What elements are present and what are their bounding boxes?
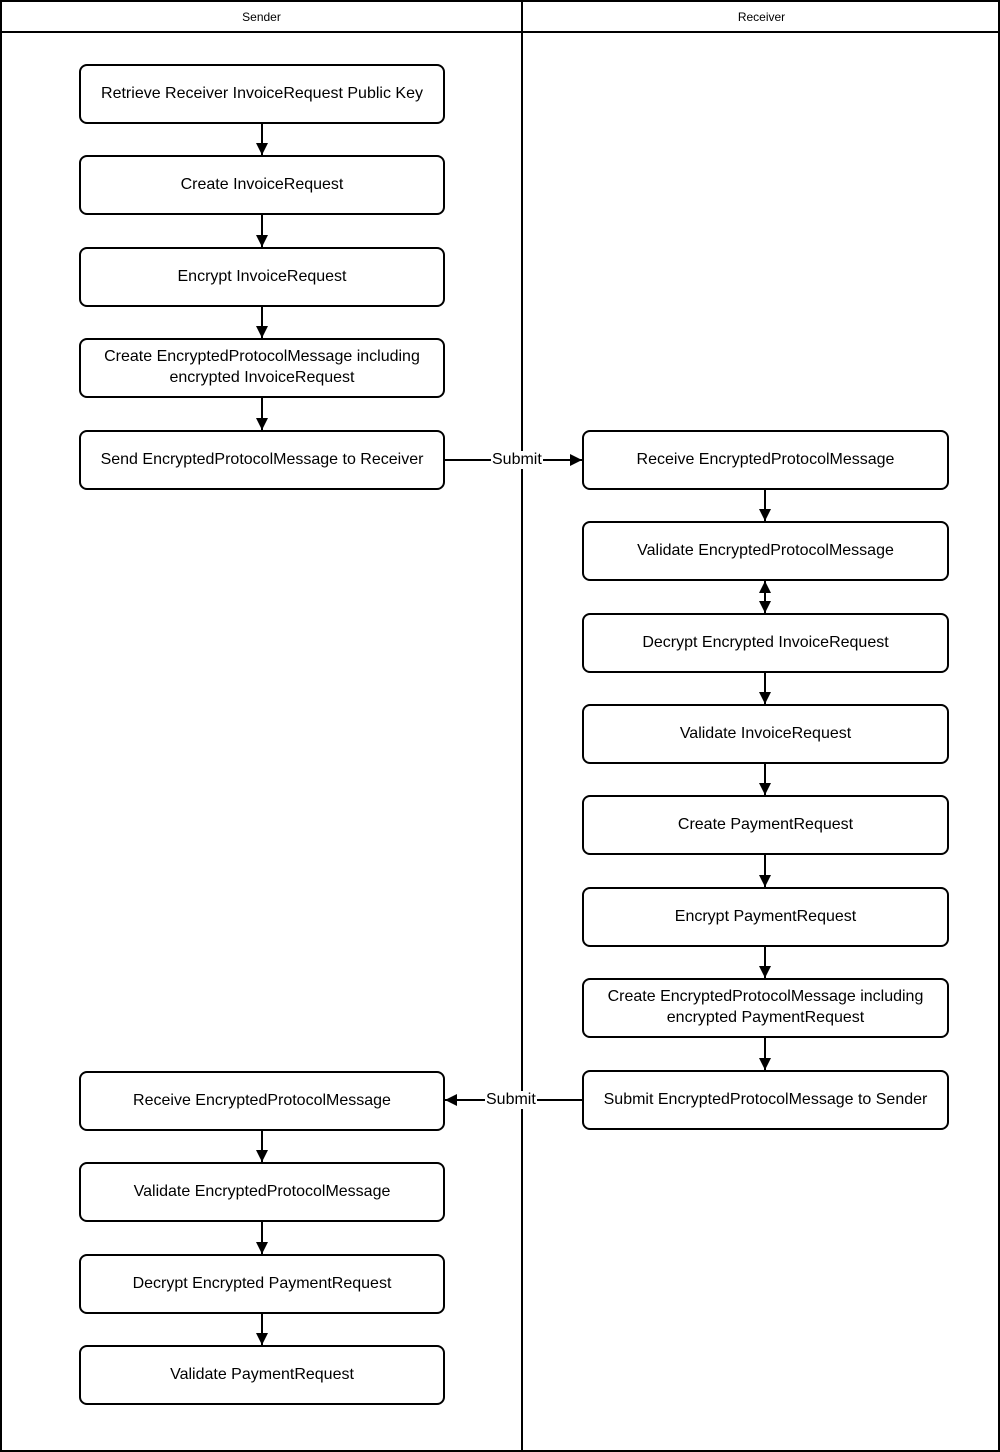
arrow-line — [261, 215, 263, 247]
arrowhead-down-icon — [256, 418, 268, 430]
arrowhead-down-icon — [759, 692, 771, 704]
header-divider — [2, 31, 998, 33]
arrow-encrypt-to-createmsg — [256, 307, 268, 338]
arrow-validateinvoice-to-createpayment — [759, 764, 771, 795]
arrowhead-down-icon — [256, 235, 268, 247]
arrowhead-down-icon — [759, 509, 771, 521]
arrow-createmsg-to-submit — [759, 1038, 771, 1070]
node-create-invoicerequest: Create InvoiceRequest — [79, 155, 445, 215]
node-encrypt-invoicerequest: Encrypt InvoiceRequest — [79, 247, 445, 307]
arrow-create-to-encrypt — [256, 215, 268, 247]
node-send-encryptedprotocolmessage-to-receiver: Send EncryptedProtocolMessage to Receive… — [79, 430, 445, 490]
arrow-line — [764, 490, 766, 521]
arrowhead-down-icon — [256, 143, 268, 155]
arrowhead-down-icon — [759, 1058, 771, 1070]
node-submit-encryptedprotocolmessage-to-sender: Submit EncryptedProtocolMessage to Sende… — [582, 1070, 949, 1130]
arrowhead-down-icon — [759, 601, 771, 613]
arrowhead-down-icon — [759, 966, 771, 978]
node-receiver-validate-encryptedprotocolmessage: Validate EncryptedProtocolMessage — [582, 521, 949, 581]
arrowhead-down-icon — [256, 1242, 268, 1254]
lane-header-sender: Sender — [242, 9, 281, 24]
node-create-paymentrequest: Create PaymentRequest — [582, 795, 949, 855]
node-encrypt-paymentrequest: Encrypt PaymentRequest — [582, 887, 949, 947]
node-decrypt-encrypted-invoicerequest: Decrypt Encrypted InvoiceRequest — [582, 613, 949, 673]
arrow-receive-to-validate-sender — [256, 1131, 268, 1162]
arrow-line — [261, 124, 263, 155]
arrow-validate-to-decrypt-sender — [256, 1222, 268, 1254]
arrow-retrieve-to-create — [256, 124, 268, 155]
arrow-line — [261, 1131, 263, 1162]
arrow-decrypt-to-validatepayment — [256, 1314, 268, 1345]
arrow-validate-to-decrypt-bidirectional — [759, 581, 771, 613]
arrowhead-down-icon — [759, 783, 771, 795]
arrow-decrypt-to-validateinvoice — [759, 673, 771, 704]
arrow-line — [261, 1314, 263, 1345]
arrow-receive-to-validate-receiver — [759, 490, 771, 521]
submit-label-payment: Submit — [485, 1091, 537, 1109]
node-validate-paymentrequest: Validate PaymentRequest — [79, 1345, 445, 1405]
arrowhead-up-icon — [759, 581, 771, 593]
arrow-encryptpayment-to-createmsg — [759, 947, 771, 978]
submit-label-invoice: Submit — [491, 451, 543, 469]
node-sender-receive-encryptedprotocolmessage: Receive EncryptedProtocolMessage — [79, 1071, 445, 1131]
arrow-line — [261, 398, 263, 430]
arrow-line — [764, 764, 766, 795]
node-create-encryptedprotocolmessage-invoicerequest: Create EncryptedProtocolMessage includin… — [79, 338, 445, 398]
arrow-createpayment-to-encryptpayment — [759, 855, 771, 887]
arrow-line — [261, 1222, 263, 1254]
node-retrieve-receiver-invoicerequest-public-key: Retrieve Receiver InvoiceRequest Public … — [79, 64, 445, 124]
arrowhead-down-icon — [256, 326, 268, 338]
node-receiver-receive-encryptedprotocolmessage: Receive EncryptedProtocolMessage — [582, 430, 949, 490]
arrow-line — [764, 673, 766, 704]
arrow-line — [261, 307, 263, 338]
lane-header-receiver: Receiver — [737, 9, 786, 24]
arrowhead-down-icon — [759, 875, 771, 887]
arrow-createmsg-to-send — [256, 398, 268, 430]
node-create-encryptedprotocolmessage-paymentrequest: Create EncryptedProtocolMessage includin… — [582, 978, 949, 1038]
arrowhead-down-icon — [256, 1333, 268, 1345]
arrowhead-down-icon — [256, 1150, 268, 1162]
node-decrypt-encrypted-paymentrequest: Decrypt Encrypted PaymentRequest — [79, 1254, 445, 1314]
arrowhead-left-icon — [445, 1094, 457, 1106]
node-validate-invoicerequest: Validate InvoiceRequest — [582, 704, 949, 764]
arrow-line — [764, 855, 766, 887]
arrowhead-right-icon — [570, 454, 582, 466]
arrow-line — [764, 581, 766, 613]
lane-divider — [521, 2, 523, 1450]
arrow-line — [764, 947, 766, 978]
arrow-line — [764, 1038, 766, 1070]
node-sender-validate-encryptedprotocolmessage: Validate EncryptedProtocolMessage — [79, 1162, 445, 1222]
